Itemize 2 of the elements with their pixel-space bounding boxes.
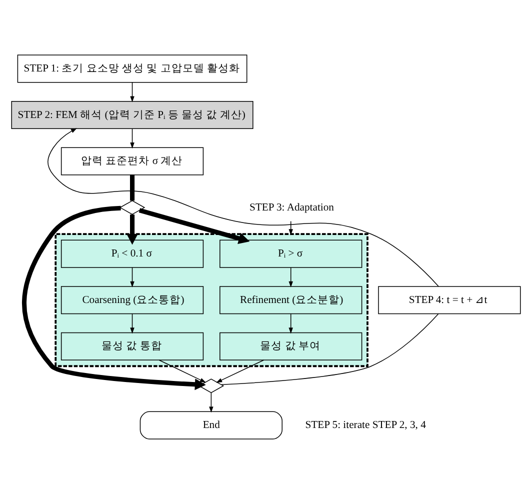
node-text: STEP 3: Adaptation bbox=[249, 202, 334, 213]
label: STEP 5: iterate STEP 2, 3, 4 bbox=[305, 420, 426, 431]
